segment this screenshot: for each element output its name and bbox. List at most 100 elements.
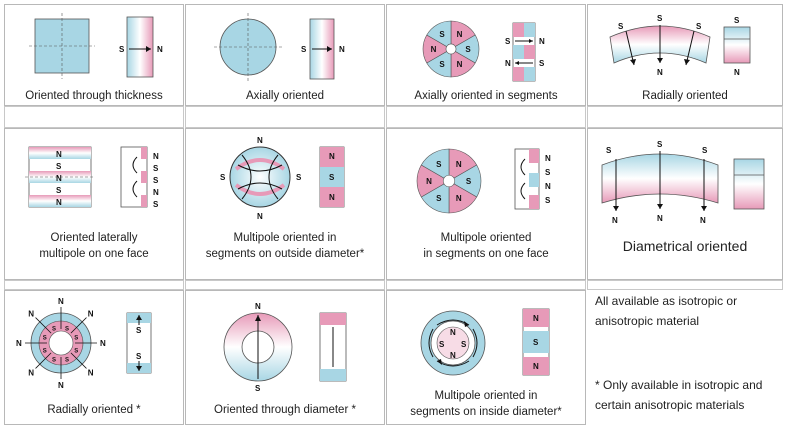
- svg-text:N: N: [657, 214, 663, 223]
- svg-text:N: N: [657, 68, 663, 77]
- svg-text:S: S: [56, 186, 62, 195]
- through-diameter-illustration: N S: [223, 302, 347, 393]
- disc-segment: [420, 148, 450, 182]
- svg-text:N: N: [533, 314, 539, 323]
- caption-multipole-face-line1: Multipole oriented: [440, 232, 532, 244]
- svg-text:N: N: [58, 381, 64, 390]
- pole-label: N: [456, 160, 462, 169]
- svg-text:S: S: [439, 340, 445, 349]
- cell-notes: All available as isotropic or anisotropi…: [587, 290, 783, 425]
- spacer: [386, 106, 586, 128]
- caption-multipole-outside-line1: Multipole oriented in: [233, 232, 337, 244]
- svg-text:N: N: [329, 193, 335, 202]
- svg-text:N: N: [88, 369, 94, 378]
- caption-multipole-inside-line2: segments on inside diameter*: [410, 406, 562, 418]
- cell-lateral-multipole: N S N S N N S S N S Oriented laterally m…: [4, 128, 184, 280]
- spacer: [587, 106, 783, 128]
- svg-text:S: S: [461, 340, 467, 349]
- svg-text:S: S: [43, 349, 47, 355]
- svg-text:S: S: [255, 384, 261, 393]
- diametrical-arc-illustration: S S S N N N: [601, 140, 765, 225]
- svg-text:N: N: [28, 369, 34, 378]
- svg-text:N: N: [56, 198, 62, 207]
- svg-text:N: N: [100, 339, 106, 348]
- svg-text:S: S: [136, 326, 142, 335]
- svg-text:S: S: [539, 59, 545, 68]
- spacer: [4, 280, 184, 290]
- pole-label: S: [465, 45, 471, 54]
- svg-text:N: N: [329, 152, 335, 161]
- svg-text:N: N: [700, 216, 706, 225]
- svg-text:N: N: [255, 302, 261, 311]
- svg-text:N: N: [56, 150, 62, 159]
- svg-text:S: S: [153, 200, 159, 209]
- svg-text:N: N: [339, 45, 345, 54]
- pole-label: S: [436, 194, 442, 203]
- spacer: [4, 106, 184, 128]
- svg-text:N: N: [257, 136, 263, 145]
- caption-radial-ring: Radially oriented *: [47, 404, 141, 416]
- multipole-outside-illustration: N N S S N S N: [220, 136, 345, 221]
- caption-radial-arc: Radially oriented: [642, 90, 728, 102]
- axial-illustration: S N: [214, 13, 345, 81]
- arc-block-side: [733, 158, 765, 210]
- caption-lateral-multipole-line2: multipole on one face: [39, 248, 149, 260]
- svg-text:S: S: [545, 196, 551, 205]
- square-magnet-side: [126, 16, 154, 78]
- svg-text:S: S: [52, 358, 56, 364]
- svg-text:S: S: [329, 173, 335, 182]
- caption-axial-segments: Axially oriented in segments: [414, 90, 558, 102]
- pole-label-n: N: [157, 45, 163, 54]
- svg-text:S: S: [65, 358, 69, 364]
- svg-text:N: N: [257, 212, 263, 221]
- caption-axial: Axially oriented: [246, 90, 324, 102]
- svg-text:N: N: [56, 174, 62, 183]
- svg-text:S: S: [545, 168, 551, 177]
- svg-text:S: S: [618, 22, 624, 31]
- cell-multipole-outside: N N S S N S N Multipole oriented in segm…: [185, 128, 385, 280]
- cell-axial: S N Axially oriented: [185, 4, 385, 106]
- caption-diametrical-arc: Diametrical oriented: [622, 238, 748, 254]
- svg-text:N: N: [450, 328, 456, 337]
- svg-text:S: S: [74, 348, 78, 354]
- pole-label: N: [456, 194, 462, 203]
- svg-text:N: N: [153, 188, 159, 197]
- svg-text:N: N: [505, 59, 511, 68]
- svg-text:S: S: [136, 352, 142, 361]
- caption-multipole-inside-line1: Multipole oriented in: [434, 390, 538, 402]
- thickness-illustration: S N: [29, 13, 163, 79]
- cell-radial-arc: S S S N S N Radially oriented: [587, 4, 783, 106]
- svg-text:S: S: [153, 176, 159, 185]
- svg-text:S: S: [702, 146, 708, 155]
- lateral-multipole-illustration: N S N S N N S S N S: [25, 146, 159, 209]
- cell-diametrical-arc: S S S N N N Diametrical oriented: [587, 128, 783, 280]
- svg-text:N: N: [88, 309, 94, 318]
- multipole-inside-illustration: N N S S N S N: [420, 308, 550, 376]
- svg-text:N: N: [533, 362, 539, 371]
- svg-text:N: N: [612, 216, 618, 225]
- svg-text:N: N: [28, 309, 34, 318]
- note-isotropic-line1: All available as isotropic or: [595, 294, 738, 308]
- svg-text:S: S: [606, 146, 612, 155]
- cell-through-diameter: N S Oriented through diameter *: [185, 290, 385, 425]
- svg-text:S: S: [52, 326, 56, 332]
- caption-multipole-face-line2: in segments on one face: [423, 248, 549, 260]
- svg-text:S: S: [657, 14, 663, 23]
- svg-text:N: N: [153, 152, 159, 161]
- note-isotropic-line2: anisotropic material: [595, 314, 700, 328]
- svg-text:N: N: [545, 154, 551, 163]
- caption-multipole-outside-line2: segments on outside diameter*: [205, 248, 365, 260]
- spacer: [185, 106, 385, 128]
- svg-text:S: S: [696, 22, 702, 31]
- note-only-isotropic-line1: * Only available in isotropic and: [595, 378, 763, 392]
- cell-multipole-inside: N N S S N S N Multipole oriented in segm…: [386, 290, 586, 425]
- pole-label: S: [436, 160, 442, 169]
